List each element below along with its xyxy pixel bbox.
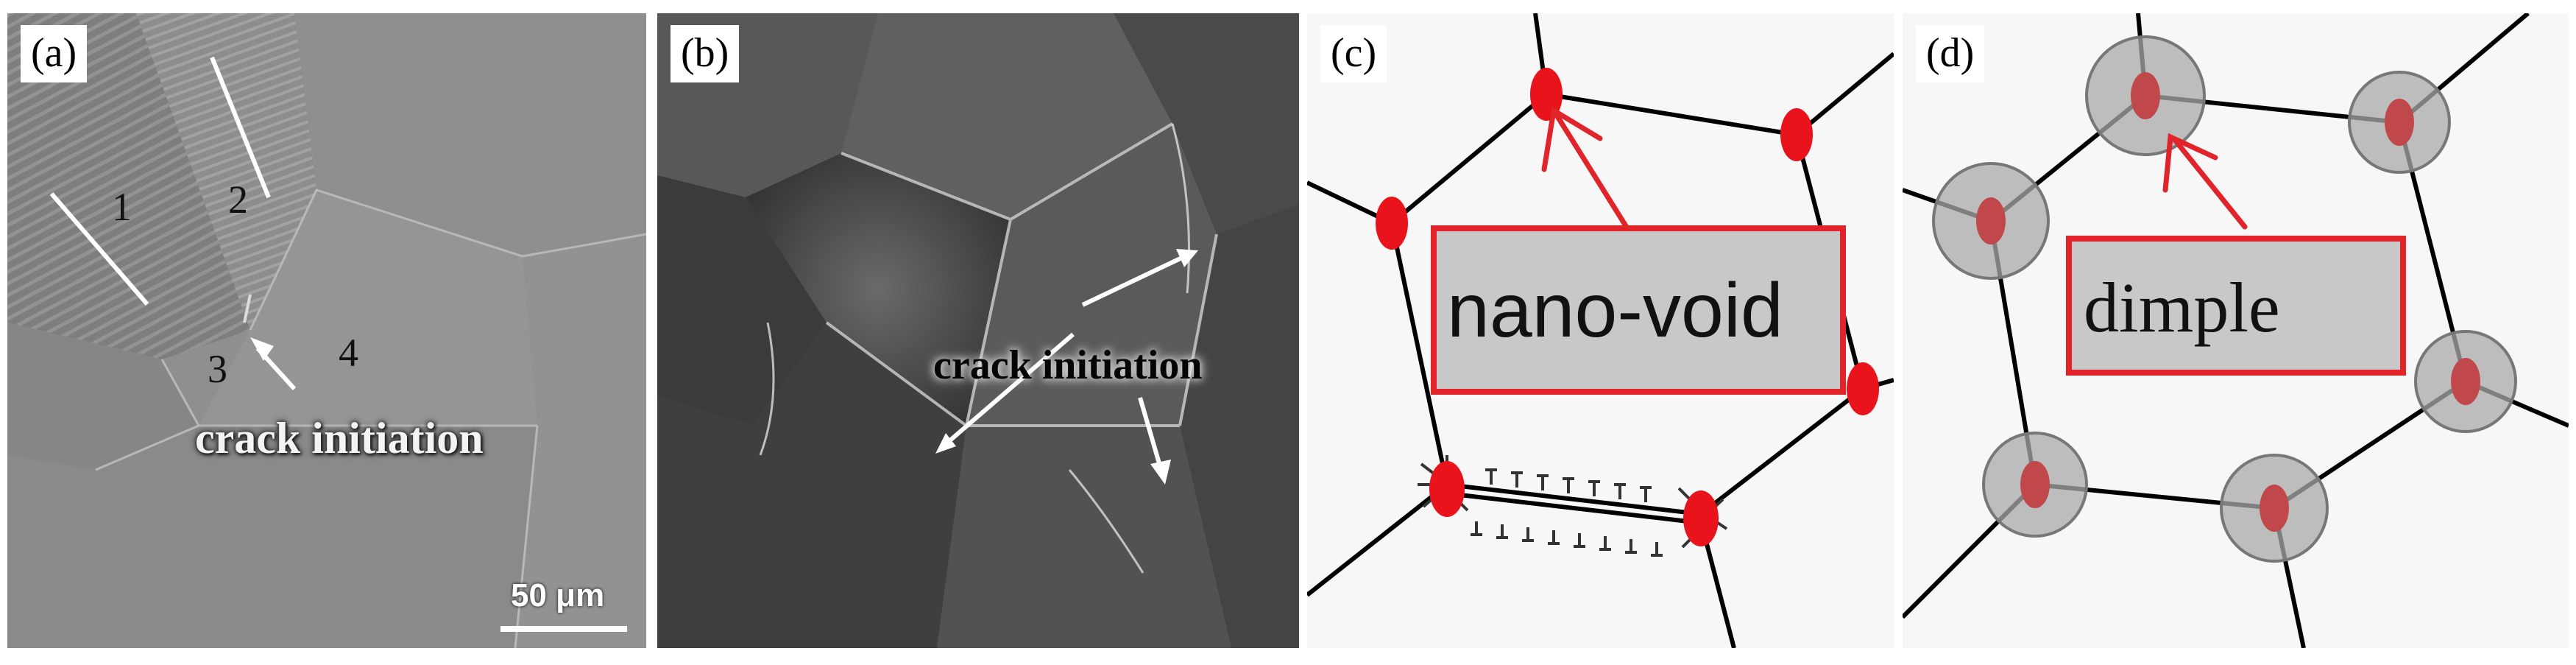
nano-void-label: nano-void (1447, 268, 1783, 353)
panel-c: (c) nano-void (1307, 13, 1894, 648)
panel-a: (a) 1 2 3 4 crack initiation 50 μm (7, 13, 646, 648)
grain-label-2: 2 (228, 177, 248, 222)
nano-void-schematic (1307, 13, 1894, 648)
grain-label-3: 3 (208, 347, 227, 391)
panel-label-c: (c) (1320, 25, 1387, 82)
panel-b: (b) crack initiation (657, 13, 1299, 648)
sem-fractograph-b (657, 13, 1299, 648)
panel-d: (d) dimple (1903, 13, 2569, 648)
dimple-label: dimple (2084, 268, 2280, 347)
sem-micrograph-a (7, 13, 646, 648)
panel-label-a: (a) (21, 25, 88, 82)
panel-label-d: (d) (1916, 25, 1985, 82)
grain-label-4: 4 (339, 331, 358, 375)
scale-bar-label: 50 μm (511, 577, 605, 613)
crack-initiation-label-a: crack initiation (195, 414, 484, 462)
grain-label-1: 1 (112, 185, 132, 229)
crack-initiation-label-b: crack initiation (933, 342, 1203, 388)
panel-label-b: (b) (670, 25, 740, 82)
dimple-schematic (1903, 13, 2569, 648)
